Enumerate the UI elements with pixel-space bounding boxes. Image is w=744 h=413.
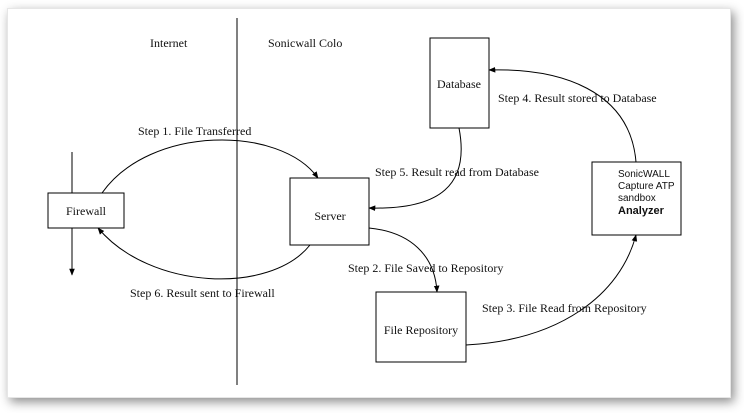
step5-label: Step 5. Result read from Database	[375, 165, 539, 179]
step4-arrow	[488, 67, 637, 163]
database-box	[429, 37, 490, 129]
step2-label: Step 2. File Saved to Repository	[348, 261, 503, 275]
analyzer-line1: SonicWALL	[618, 169, 670, 180]
analyzer-line2: Capture ATP	[618, 181, 675, 192]
analyzer-line4: Analyzer	[618, 205, 665, 217]
step1-label: Step 1. File Transferred	[138, 124, 251, 138]
region-internet-label: Internet	[150, 36, 188, 50]
server-box	[289, 177, 370, 246]
file-repository-box	[375, 291, 467, 363]
analyzer-box	[591, 161, 682, 236]
step2-arrow	[368, 227, 440, 293]
step6-arrow	[97, 227, 311, 280]
server-label: Server	[314, 209, 345, 223]
step1-arrow	[101, 139, 319, 194]
step5-arrow	[368, 127, 462, 211]
file-repository-label: File Repository	[384, 323, 458, 337]
step3-label: Step 3. File Read from Repository	[482, 301, 647, 315]
step3-arrow	[465, 234, 638, 346]
step4-label: Step 4. Result stored to Database	[498, 91, 657, 105]
firewall-label: Firewall	[66, 204, 107, 218]
step6-label: Step 6. Result sent to Firewall	[130, 286, 275, 300]
analyzer-line3: sandbox	[618, 193, 656, 204]
region-colo-label: Sonicwall Colo	[268, 36, 342, 50]
firewall-box	[47, 192, 125, 229]
database-label: Database	[437, 77, 481, 91]
